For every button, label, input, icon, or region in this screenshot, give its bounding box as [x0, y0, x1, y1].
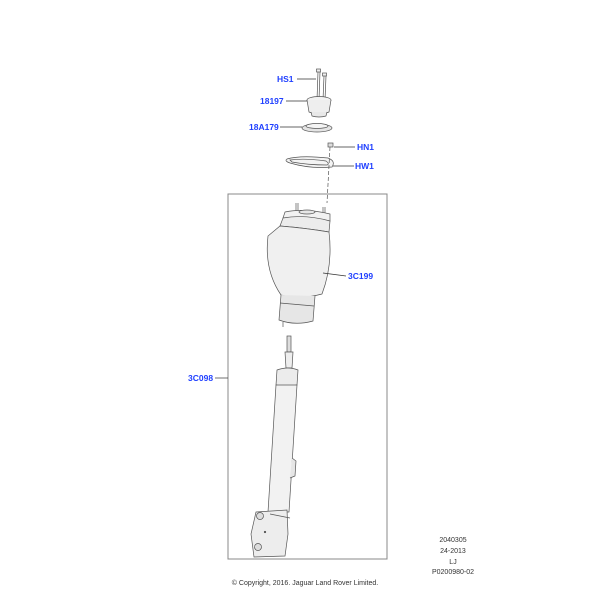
seal-18A179 [301, 123, 333, 133]
callout-hw1[interactable]: HW1 [355, 161, 374, 171]
top-mount-18197 [306, 96, 332, 118]
reference-code: 2040305 [439, 537, 467, 544]
callout-18197[interactable]: 18197 [260, 96, 284, 106]
callout-hn1[interactable]: HN1 [357, 142, 375, 152]
drawing-number: P0200980-02 [431, 569, 475, 576]
reference-date: 24-2013 [440, 548, 466, 555]
nut-hn1 [327, 142, 334, 148]
assembly-box [227, 193, 388, 560]
air-spring-3C199 [266, 203, 331, 327]
bolts-hs1 [316, 68, 327, 101]
damper-3C098 [250, 335, 299, 558]
reference-initials: LJ [449, 559, 457, 566]
callout-hs1[interactable]: HS1 [277, 74, 294, 84]
callout-3C199[interactable]: 3C199 [348, 271, 374, 281]
callout-3C098[interactable]: 3C098 [188, 373, 214, 383]
copyright-notice: © Copyright, 2016. Jaguar Land Rover Lim… [231, 580, 379, 587]
callout-18A179[interactable]: 18A179 [249, 122, 279, 132]
